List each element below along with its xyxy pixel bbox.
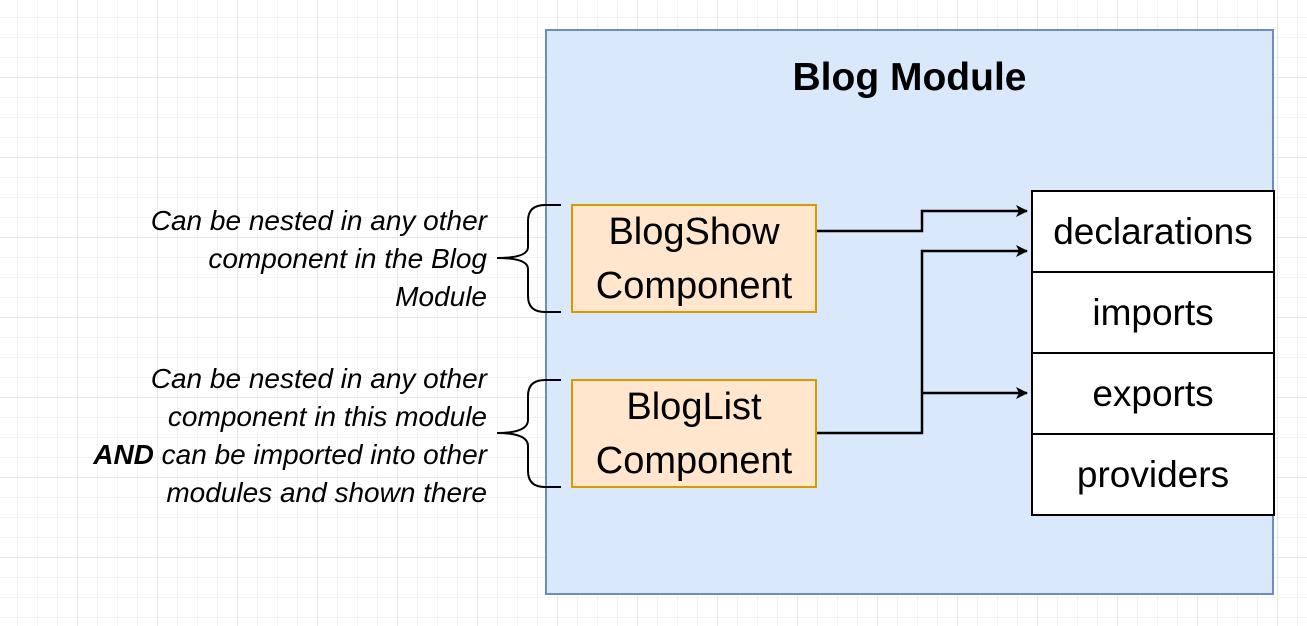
bloglist-annotation-line: AND can be imported into other: [93, 436, 487, 474]
blog-module-title: Blog Module: [792, 56, 1027, 99]
blogshow-component-label: BlogShow Component: [595, 210, 793, 307]
blogshow-component-box: BlogShow Component: [571, 204, 817, 313]
blogshow-to-declarations-arrow: [817, 205, 1028, 233]
bloglist-annotation-line: modules and shown there: [166, 477, 487, 508]
imports-row: imports: [1033, 273, 1273, 354]
blogshow-brace: [496, 204, 561, 313]
bloglist-annotation-line: component in this module: [167, 401, 487, 432]
and-emphasis: AND: [93, 439, 154, 470]
bloglist-component-label: BlogList Component: [595, 385, 793, 482]
providers-row: providers: [1076, 453, 1230, 495]
exports-row: exports: [1033, 354, 1273, 435]
bloglist-component-box: BlogList Component: [571, 379, 817, 488]
bloglist-annotation-line: Can be nested in any other: [150, 363, 487, 394]
declarations-row: declarations: [1033, 192, 1273, 273]
bloglist-brace: [496, 379, 561, 488]
bloglist-annotation-text: can be imported into other: [153, 439, 487, 470]
ngmodule-properties-table: declarations imports exports providers: [1031, 190, 1275, 516]
blogshow-annotation-line: component in the Blog: [208, 243, 487, 274]
bloglist-to-declarations-arrow: [817, 245, 1028, 435]
blogshow-annotation: Can be nested in any other component in …: [151, 202, 487, 316]
blogshow-annotation-line: Can be nested in any other: [150, 205, 487, 236]
bloglist-annotation: Can be nested in any other component in …: [93, 360, 487, 512]
blogshow-annotation-line: Module: [395, 281, 487, 312]
